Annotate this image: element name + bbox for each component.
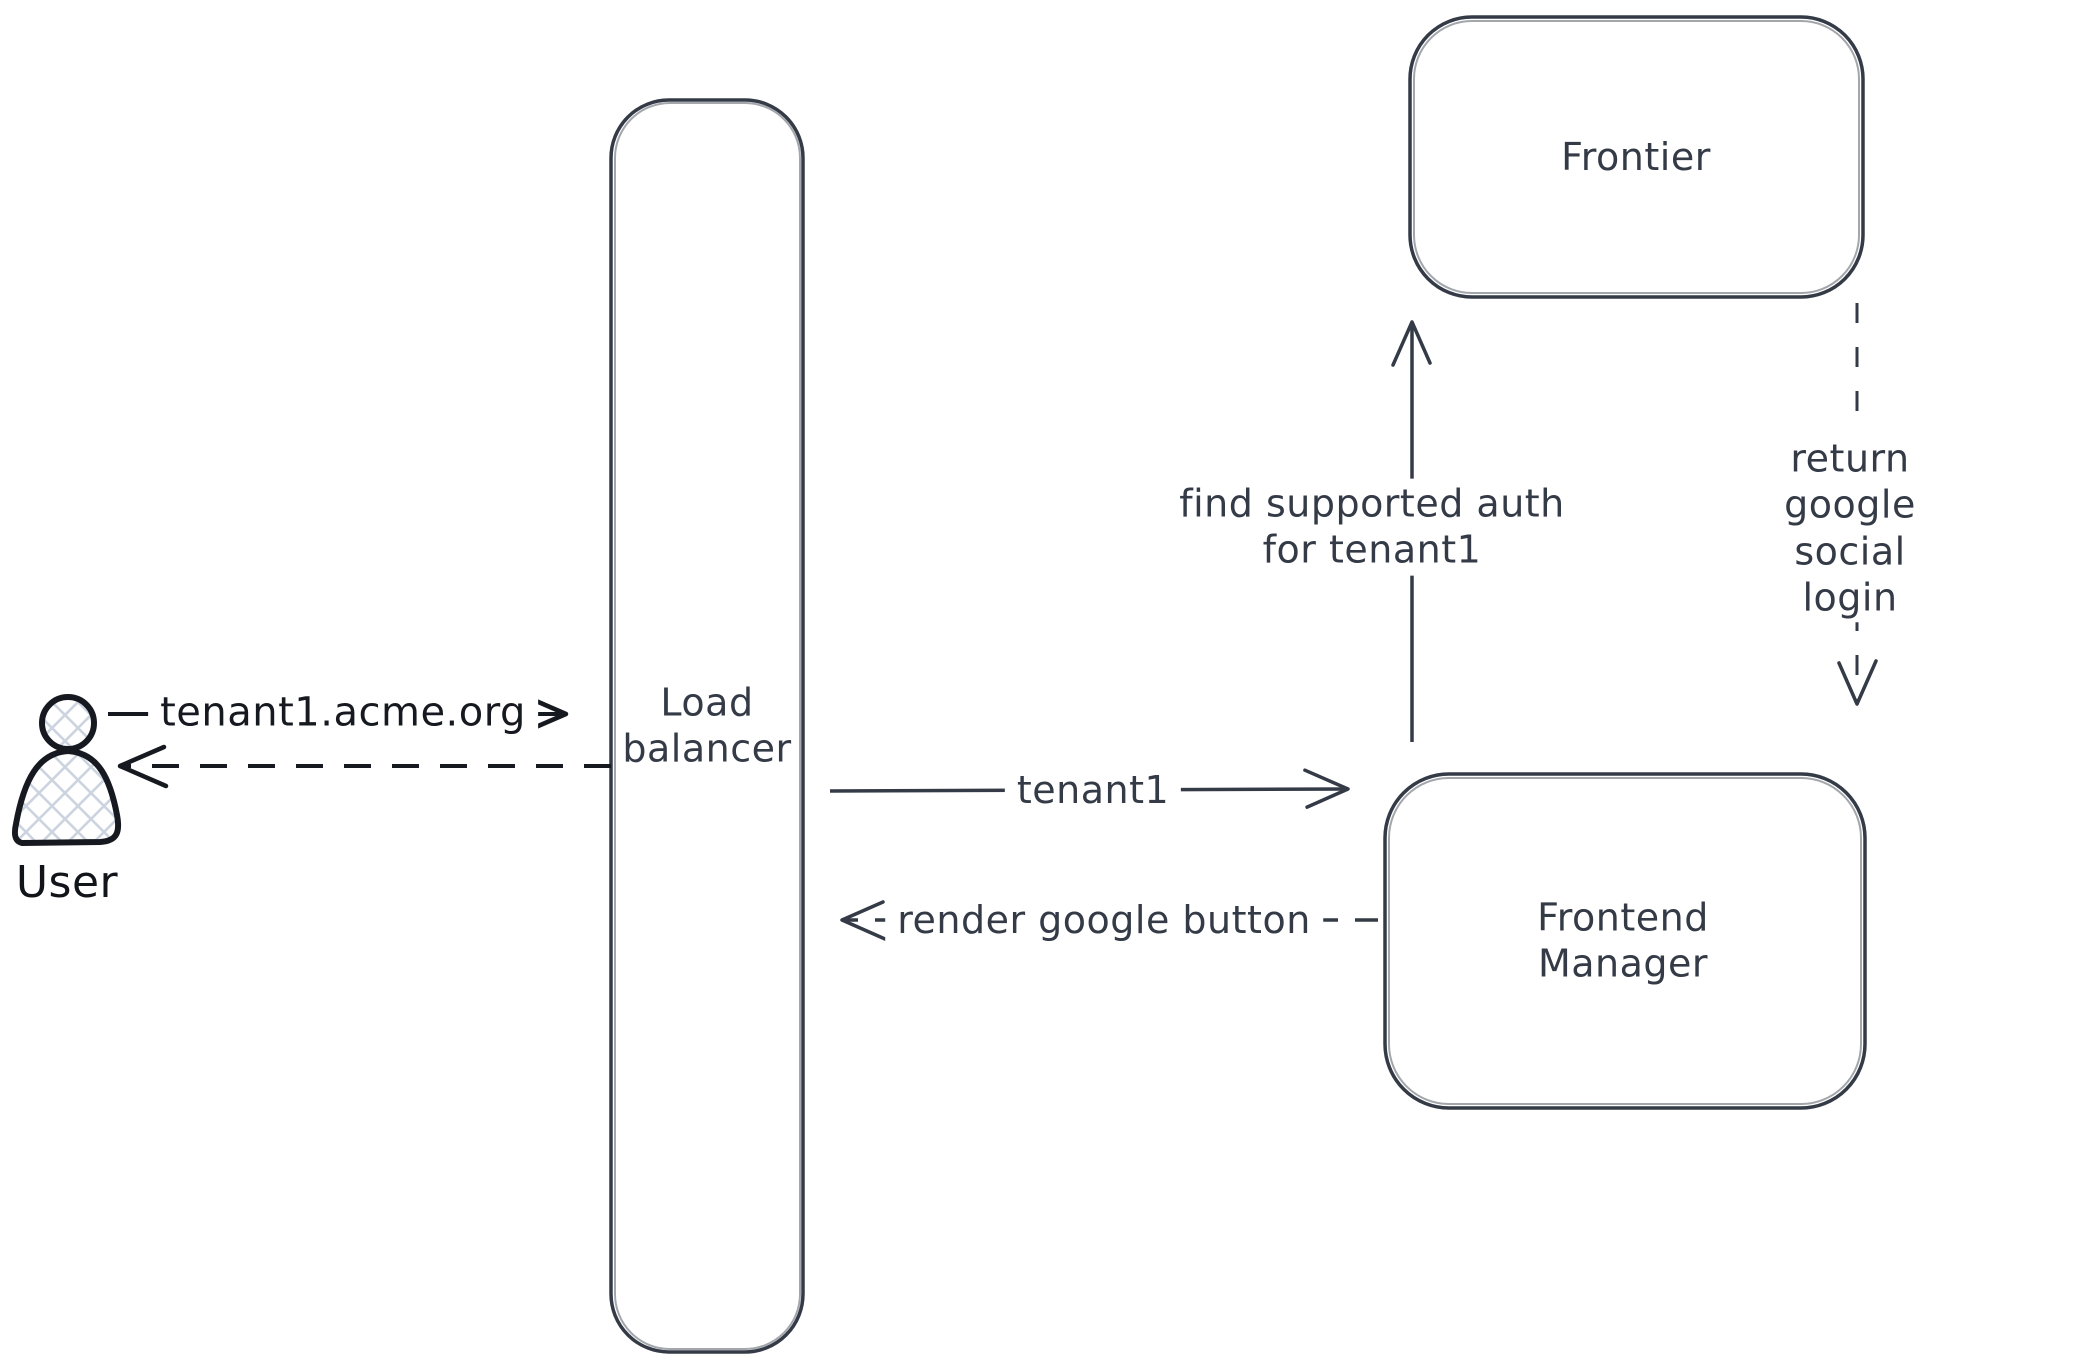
- user-actor-icon[interactable]: [11, 694, 122, 846]
- edge-label-tenant1[interactable]: tenant1: [1004, 764, 1182, 816]
- load-balancer-label[interactable]: Load balancer: [622, 680, 792, 771]
- frontend-manager-label[interactable]: Frontend Manager: [1537, 895, 1709, 986]
- user-label[interactable]: User: [15, 857, 119, 909]
- edge-label-render-google-button[interactable]: render google button: [885, 894, 1323, 946]
- frontend-manager-node[interactable]: [1383, 772, 1867, 1110]
- frontier-sketch-stroke: [1413, 20, 1860, 294]
- frontier-node[interactable]: [1408, 15, 1865, 299]
- edge-label-find-supported-auth[interactable]: find supported auth for tenant1: [1167, 478, 1577, 576]
- frontier-label[interactable]: Frontier: [1561, 134, 1711, 179]
- load-balancer-node[interactable]: [609, 98, 805, 1354]
- edge-label-tenant1-acme-org[interactable]: tenant1.acme.org: [148, 686, 538, 740]
- edge-label-return-google-social-login[interactable]: return google social login: [1733, 433, 1967, 623]
- frontend-manager-sketch-stroke: [1388, 777, 1862, 1105]
- load-balancer-sketch-stroke: [614, 102, 801, 1350]
